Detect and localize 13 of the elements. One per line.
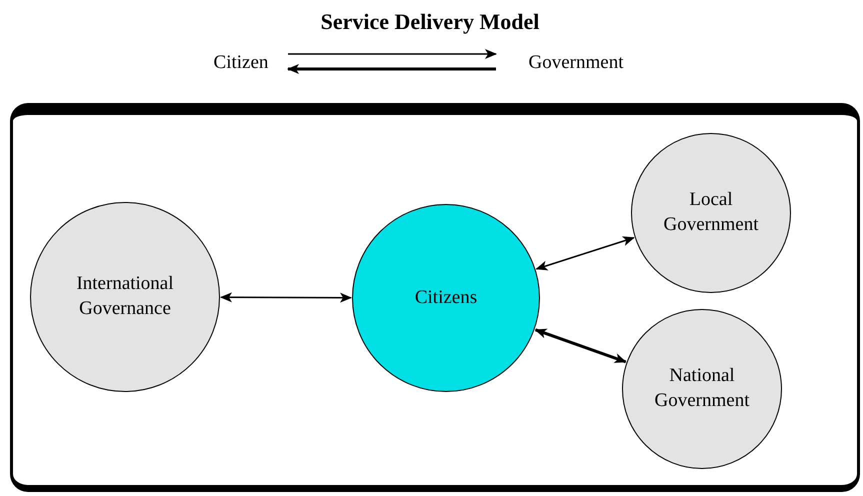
node-label: National Government <box>654 364 750 413</box>
rounded-frame <box>10 103 860 492</box>
arrow <box>536 236 635 270</box>
node-label: Citizen <box>214 50 268 75</box>
arrow <box>534 328 627 364</box>
arrow <box>287 64 496 74</box>
node-label: Government <box>528 50 624 75</box>
diagram-title: Service Delivery Model <box>320 8 540 36</box>
node-label: Citizens <box>414 286 478 310</box>
arrow <box>220 292 352 303</box>
node-label: Local Government <box>662 188 760 237</box>
arrow <box>288 49 497 59</box>
node-label: International Governance <box>75 272 175 321</box>
